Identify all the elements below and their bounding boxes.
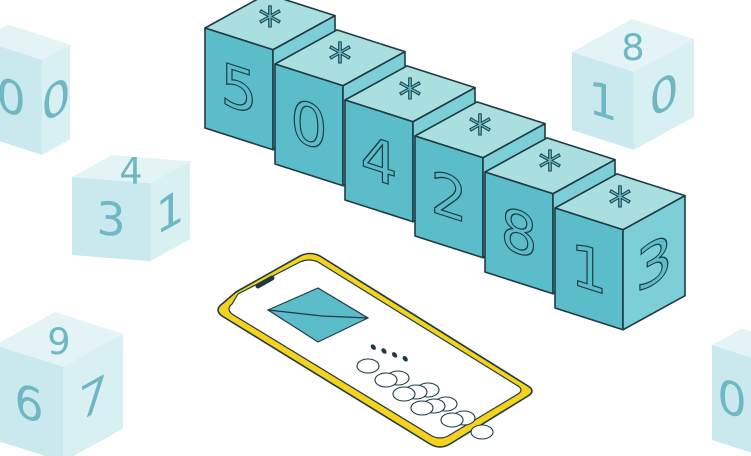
cube-front-digit: 1 xyxy=(588,70,617,133)
cube-top-face xyxy=(0,312,123,367)
cube-front-digit: 0 xyxy=(717,368,746,431)
cube-side-face xyxy=(634,38,694,150)
keypad-key xyxy=(392,386,416,402)
cube-front-face xyxy=(0,46,42,155)
cube-top-face xyxy=(0,24,70,60)
cube-front-digit: 4 xyxy=(361,123,398,202)
cube-top-symbol: * xyxy=(398,69,421,123)
cube-top-face xyxy=(72,155,190,184)
cube-side-face xyxy=(63,333,123,456)
cube-front-digit: 0 xyxy=(291,87,328,166)
cube-front-face xyxy=(0,346,63,456)
cube-top-symbol: 9 xyxy=(47,320,70,363)
keypad-key xyxy=(470,424,494,440)
phone-notch xyxy=(255,275,275,289)
cube-front-digit: 2 xyxy=(431,159,468,238)
cube-top-symbol: * xyxy=(468,105,491,159)
cube-front-digit: 3 xyxy=(96,191,125,247)
keypad-key xyxy=(374,372,398,388)
cube-top-symbol: * xyxy=(538,141,561,195)
cube-front-face xyxy=(72,177,150,262)
cube-front-face xyxy=(712,345,751,453)
keypad-key xyxy=(440,412,464,428)
cube-top-symbol: * xyxy=(608,177,631,231)
cube-top-face xyxy=(712,328,751,358)
cube-side-face xyxy=(150,161,190,262)
cube-top-face xyxy=(572,19,694,72)
cube-top-symbol: 4 xyxy=(119,150,142,193)
cube-top-symbol: 8 xyxy=(621,26,644,69)
cube-front-digit: 0 xyxy=(0,67,26,130)
cube-front-digit: 8 xyxy=(501,195,538,274)
cube-side-face xyxy=(42,44,70,155)
keypad-key xyxy=(356,358,380,374)
smartphone: •••• xyxy=(217,252,533,448)
cube-top-symbol: * xyxy=(328,33,351,87)
keypad xyxy=(356,358,494,440)
keypad-key xyxy=(410,400,434,416)
cube-front-digit: 1 xyxy=(571,231,608,310)
envelope-icon xyxy=(266,287,370,343)
cube-front-digit: 5 xyxy=(221,51,258,130)
cube-top-symbol: * xyxy=(258,0,281,51)
cube-front-digit: 6 xyxy=(14,373,43,436)
cube-side-face xyxy=(622,194,686,331)
ghost-cube-right-bottom: 0 xyxy=(712,328,751,453)
cube-front-face xyxy=(572,52,634,150)
